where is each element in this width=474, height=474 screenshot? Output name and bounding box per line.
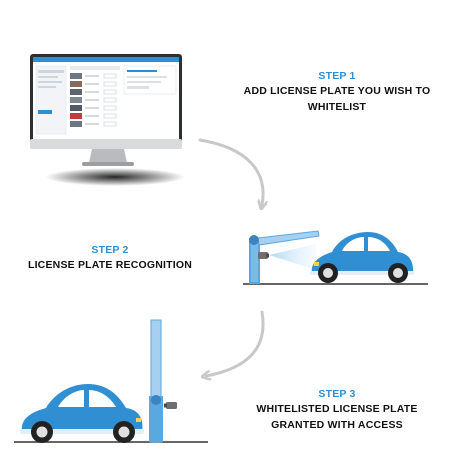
monitor-base: [82, 162, 134, 166]
car-icon: [20, 384, 144, 443]
step-3-label: STEP 3: [318, 388, 356, 400]
step-1-description-line-1: ADD LICENSE PLATE YOU WISH TO: [243, 85, 431, 97]
car-icon: [310, 232, 414, 283]
screen-app-ui: [33, 57, 179, 135]
step2-scene: [243, 230, 428, 285]
monitor-shadow: [45, 168, 185, 186]
monitor-stand: [89, 149, 127, 163]
monitor-chin: [30, 139, 182, 149]
step3-scene: [14, 319, 208, 443]
scan-beam: [269, 244, 316, 270]
barrier-gate-icon: [249, 230, 320, 284]
step-2-label: STEP 2: [91, 244, 129, 256]
camera-icon: [258, 252, 269, 259]
step-3-description-line-1: WHITELISTED LICENSE PLATE: [256, 403, 418, 415]
monitor-icon: [30, 54, 185, 186]
step-2-description: LICENSE PLATE RECOGNITION: [27, 259, 193, 271]
curved-arrow-icon: [198, 138, 263, 205]
barrier-gate-icon: [149, 319, 163, 443]
step-1-label: STEP 1: [318, 70, 356, 82]
curved-arrow-icon: [206, 310, 265, 376]
camera-icon: [164, 402, 177, 409]
step-3-description-line-2: GRANTED WITH ACCESS: [271, 419, 403, 431]
step-1-description-line-2: WHITELIST: [307, 101, 367, 113]
screen-thumbnails: [70, 73, 82, 127]
